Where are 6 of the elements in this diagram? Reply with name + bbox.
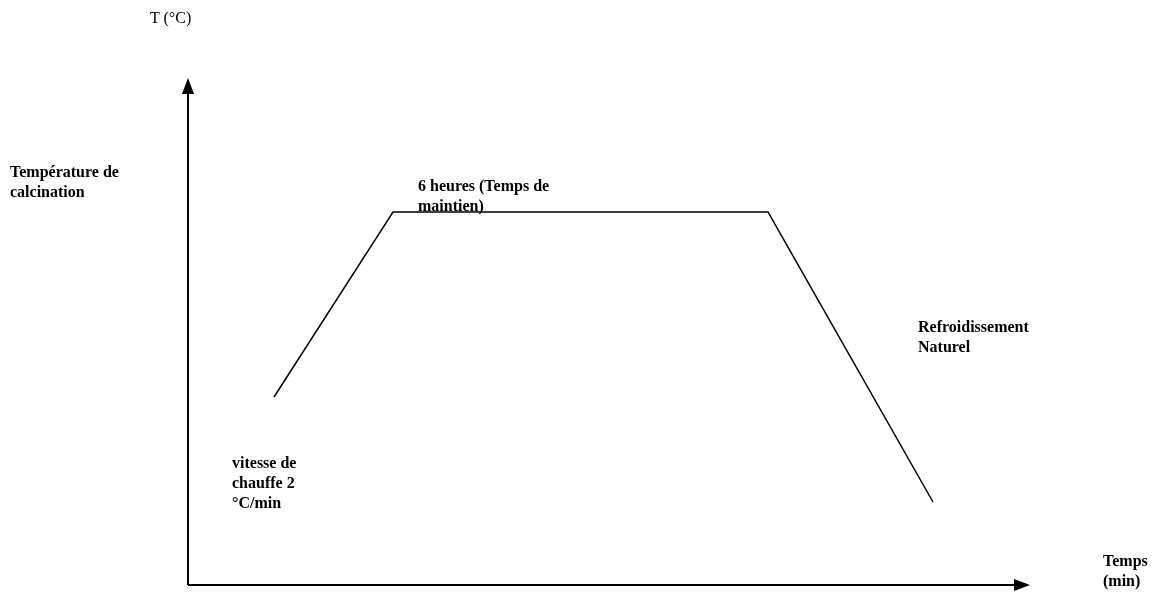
axis-label: Temps (min) [1103,551,1149,591]
axis-label: vitesse de chauffe 2 °C/min [232,453,298,513]
axis-label: Température de calcination [10,162,120,202]
axis-label: Refroidissement Naturel [918,317,1030,357]
axis-label: T (°C) [150,8,193,28]
axis-label: 6 heures (Temps de maintien) [418,176,551,216]
